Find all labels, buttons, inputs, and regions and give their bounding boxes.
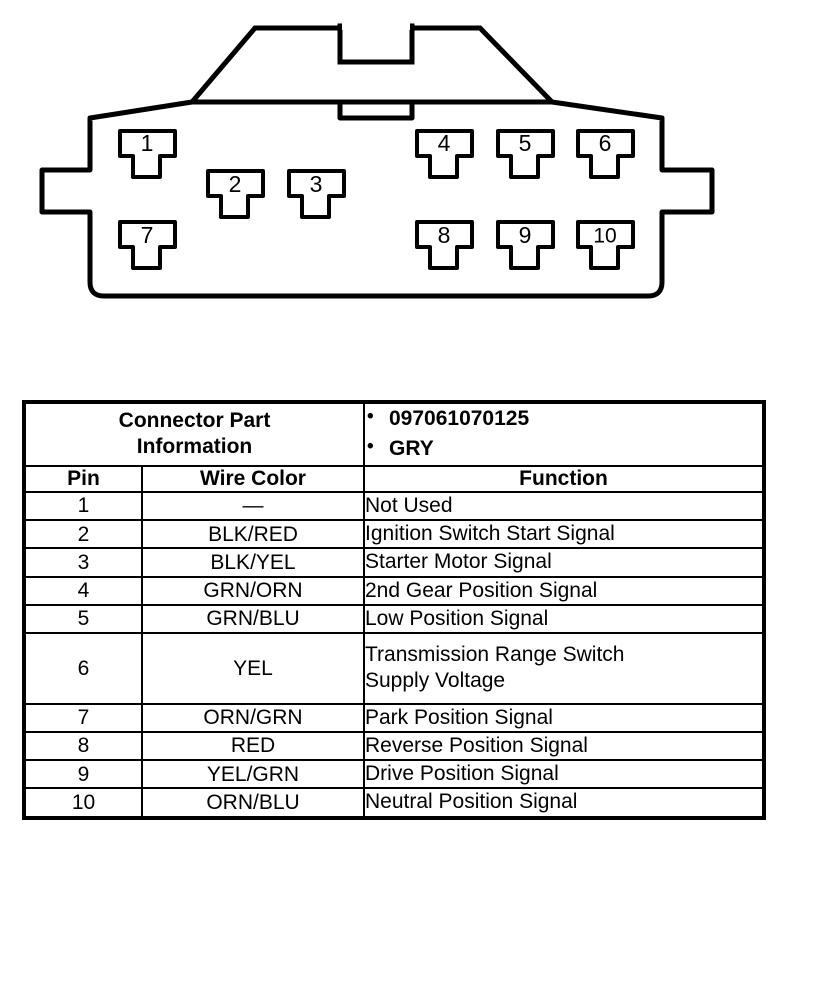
cell-pin: 10 (23, 787, 143, 819)
cavity-7: 7 (118, 220, 177, 270)
cell-function: Park Position Signal (363, 702, 765, 733)
table-row: 1 — Not Used (23, 490, 765, 522)
connector-pinout-table: Connector Part Information 097061070125 … (22, 400, 766, 820)
cell-wire-color: BLK/YEL (141, 547, 365, 578)
connector-diagram: 1 2 3 4 5 6 7 (0, 0, 816, 330)
cavity-4: 4 (415, 129, 474, 179)
column-header-wire-color: Wire Color (141, 464, 365, 493)
table-row: 3 BLK/YEL Starter Motor Signal (23, 547, 765, 578)
cavity-6-label: 6 (599, 130, 612, 156)
cell-wire-color: GRN/BLU (141, 603, 365, 635)
cell-wire-color: BLK/RED (141, 519, 365, 550)
cavity-1-label: 1 (141, 130, 154, 156)
cell-pin: 9 (23, 759, 143, 790)
part-color: GRY (365, 433, 762, 464)
cell-wire-color: YEL/GRN (141, 759, 365, 790)
cell-pin: 7 (23, 702, 143, 733)
cell-wire-color: ORN/BLU (141, 787, 365, 819)
cavity-7-label: 7 (141, 222, 154, 248)
table-row: 2 BLK/RED Ignition Switch Start Signal (23, 519, 765, 550)
part-info-values-cell: 097061070125 GRY (363, 401, 765, 467)
cell-function: Not Used (363, 490, 765, 522)
table-row: 7 ORN/GRN Park Position Signal (23, 702, 765, 733)
cell-pin: 5 (23, 603, 143, 635)
cell-pin: 3 (23, 547, 143, 578)
table-row-part-info: Connector Part Information 097061070125 … (23, 401, 765, 467)
part-info-label-line2: Information (136, 435, 253, 459)
table-row: 9 YEL/GRN Drive Position Signal (23, 759, 765, 790)
cell-function: Transmission Range Switch Supply Voltage (363, 632, 765, 705)
cell-wire-color: YEL (141, 632, 365, 705)
table-row: 6 YEL Transmission Range Switch Supply V… (23, 632, 765, 705)
cell-pin: 6 (23, 632, 143, 705)
connector-latch-notch (337, 23, 415, 65)
cavity-3: 3 (287, 169, 346, 219)
cavity-5-label: 5 (519, 130, 532, 156)
cell-function: Ignition Switch Start Signal (363, 519, 765, 550)
table-header-row: Pin Wire Color Function (23, 464, 765, 493)
cavity-2: 2 (206, 169, 265, 219)
cavity-10-label: 10 (593, 225, 616, 248)
cell-wire-color: RED (141, 730, 365, 762)
cell-wire-color: ORN/GRN (141, 702, 365, 733)
cell-function-line2: Supply Voltage (365, 669, 506, 693)
table-row: 8 RED Reverse Position Signal (23, 730, 765, 762)
cell-pin: 4 (23, 575, 143, 606)
cell-pin: 2 (23, 519, 143, 550)
cell-function: Neutral Position Signal (363, 787, 765, 819)
table-row: 10 ORN/BLU Neutral Position Signal (23, 787, 765, 819)
cavity-4-label: 4 (438, 130, 451, 156)
cell-function: Starter Motor Signal (363, 547, 765, 578)
cavity-10: 10 (576, 220, 635, 270)
cavity-3-label: 3 (310, 171, 323, 197)
table-row: 5 GRN/BLU Low Position Signal (23, 603, 765, 635)
part-number: 097061070125 (365, 403, 762, 434)
cell-wire-color: — (141, 490, 365, 522)
cavity-8-label: 8 (438, 222, 451, 248)
cell-function: Drive Position Signal (363, 759, 765, 790)
cavity-8: 8 (415, 220, 474, 270)
column-header-function: Function (363, 464, 765, 493)
cell-function-line1: Transmission Range Switch (365, 643, 625, 667)
cavity-2-label: 2 (229, 171, 242, 197)
cavity-1: 1 (118, 129, 177, 179)
table-row: 4 GRN/ORN 2nd Gear Position Signal (23, 575, 765, 606)
cell-function: Low Position Signal (363, 603, 765, 635)
part-info-label-line1: Connector Part (118, 409, 271, 433)
cell-pin: 8 (23, 730, 143, 762)
cell-wire-color: GRN/ORN (141, 575, 365, 606)
part-info-label-cell: Connector Part Information (23, 401, 365, 467)
cavity-5: 5 (496, 129, 555, 179)
cavity-9: 9 (496, 220, 555, 270)
cell-pin: 1 (23, 490, 143, 522)
cell-function: Reverse Position Signal (363, 730, 765, 762)
cavity-9-label: 9 (519, 222, 532, 248)
cavity-6: 6 (576, 129, 635, 179)
column-header-pin: Pin (23, 464, 143, 493)
cell-function: 2nd Gear Position Signal (363, 575, 765, 606)
